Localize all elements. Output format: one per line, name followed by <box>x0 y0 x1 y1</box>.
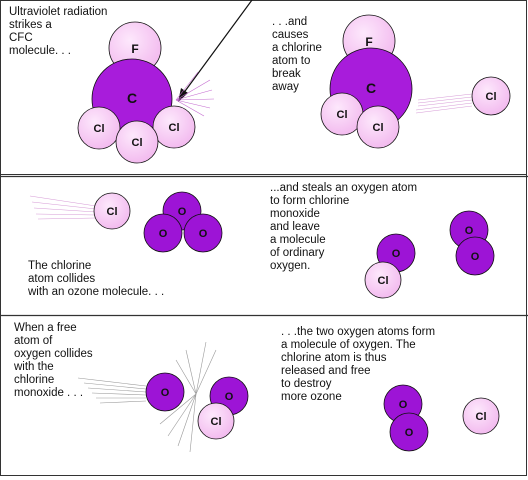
chlorine-label: Cl <box>337 109 348 121</box>
carbon-label: C <box>127 90 137 106</box>
chlorine-atom: Cl <box>152 105 196 149</box>
impact-sparks <box>175 71 215 117</box>
chlorine-atom: Cl <box>197 402 235 440</box>
fluorine-label: F <box>131 42 138 56</box>
chlorine-label: Cl <box>211 416 222 428</box>
uv-ray <box>178 0 253 102</box>
chlorine-atom: Cl <box>320 92 364 136</box>
cfc-molecule-right: F C Cl Cl <box>320 14 413 149</box>
oxygen-label: O <box>392 248 401 260</box>
chlorine-atom-incoming: Cl <box>93 192 131 230</box>
oxygen-label: O <box>405 427 414 439</box>
free-chlorine-atom: Cl <box>462 397 500 435</box>
chlorine-atom: Cl <box>356 105 400 149</box>
panel-1-right-caption: . . .and causes a chlorine atom to break… <box>272 16 322 93</box>
oxygen-molecule: O O <box>449 210 495 276</box>
motion-streaks <box>77 377 147 404</box>
carbon-label: C <box>366 80 376 96</box>
chlorine-atom: Cl <box>364 261 402 299</box>
panel-2-left-caption: The chlorine atom collides with an ozone… <box>28 260 165 298</box>
oxygen-label: O <box>199 228 208 240</box>
oxygen-atom: O <box>389 412 429 452</box>
motion-streaks <box>29 195 97 220</box>
fluorine-label: F <box>365 35 372 49</box>
chlorine-label: Cl <box>132 137 143 149</box>
chlorine-label: Cl <box>107 206 118 218</box>
panel-3-right-caption: . . .the two oxygen atoms form a molecul… <box>281 326 436 403</box>
oxygen-label: O <box>159 228 168 240</box>
panel-3-left-caption: When a free atom of oxygen collides with… <box>14 322 93 399</box>
chlorine-label: Cl <box>486 91 497 103</box>
chlorine-atom: Cl <box>77 106 121 150</box>
free-chlorine-atom: Cl <box>471 76 511 116</box>
free-oxygen-atom: O <box>145 372 185 412</box>
impact-sparks <box>159 341 217 453</box>
panel-1-left-caption: Ultraviolet radiation strikes a CFC mole… <box>9 6 108 57</box>
chlorine-label: Cl <box>94 123 105 135</box>
oxygen-label: O <box>161 387 170 399</box>
uv-ray-line <box>179 0 253 99</box>
chlorine-monoxide: O Cl <box>197 376 249 440</box>
oxygen-atom: O <box>455 236 495 276</box>
panel-2-right-caption: ...and steals an oxygen atom to form chl… <box>270 182 418 272</box>
chlorine-label: Cl <box>378 275 389 287</box>
chlorine-atom: Cl <box>115 120 159 164</box>
oxygen-label: O <box>225 391 234 403</box>
oxygen-atom: O <box>143 213 183 253</box>
chlorine-label: Cl <box>169 122 180 134</box>
oxygen-label: O <box>465 225 474 237</box>
oxygen-label: O <box>178 206 187 218</box>
oxygen-label: O <box>471 251 480 263</box>
chlorine-label: Cl <box>373 122 384 134</box>
oxygen-label: O <box>399 399 408 411</box>
oxygen-molecule: O O <box>383 384 429 452</box>
oxygen-atom: O <box>183 213 223 253</box>
ozone-molecule: O O O <box>143 191 223 253</box>
chlorine-monoxide: O Cl <box>364 233 416 299</box>
cfc-molecule-left: F C Cl Cl Cl <box>77 21 196 164</box>
motion-streaks <box>415 93 473 114</box>
chlorine-label: Cl <box>476 411 487 423</box>
